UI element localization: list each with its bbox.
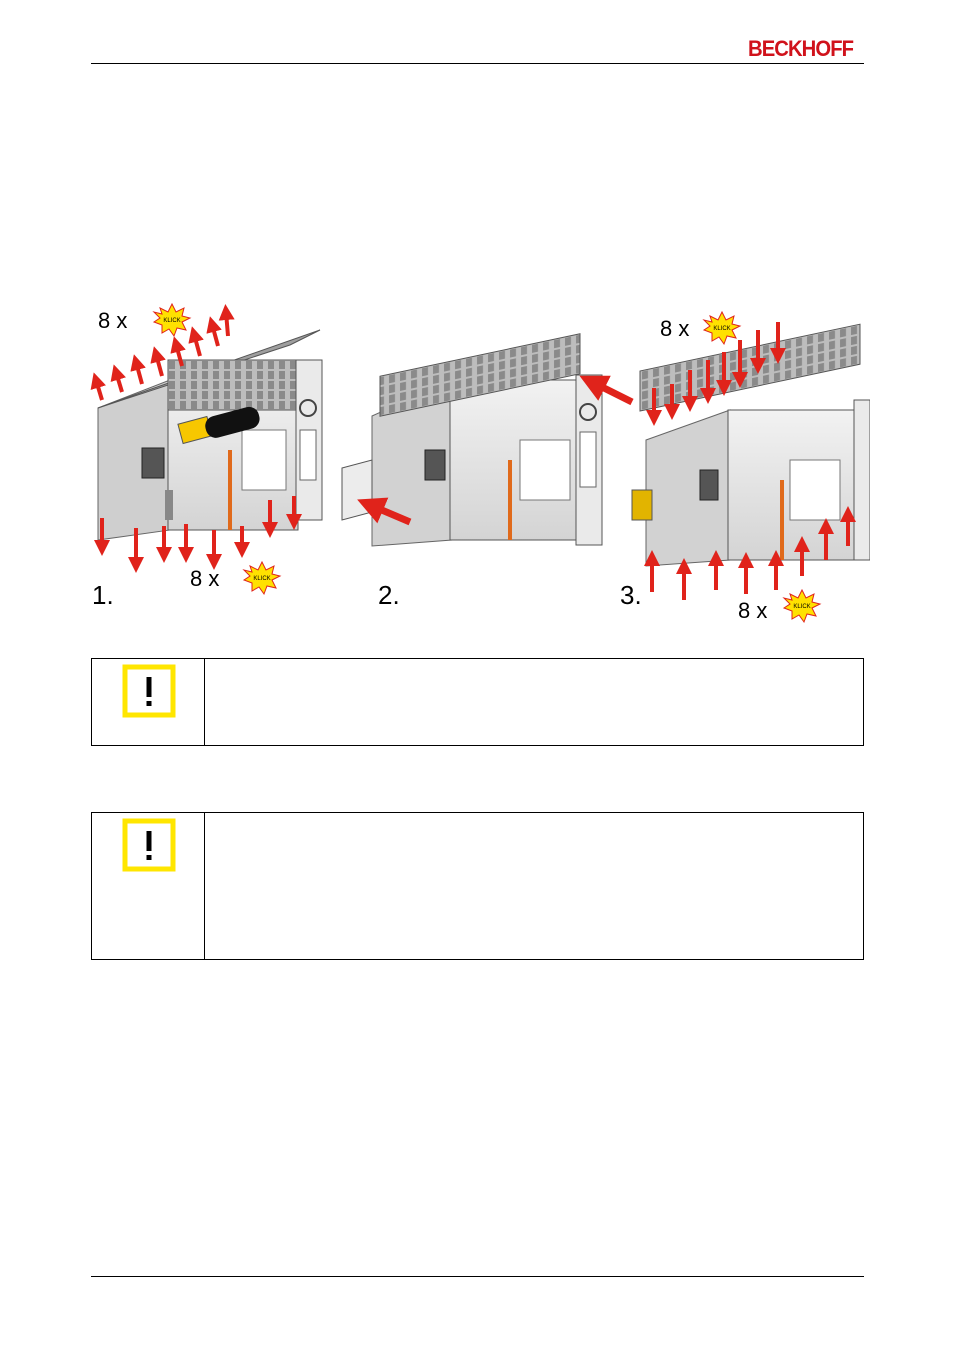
- footer-rule: [91, 1276, 864, 1277]
- klick-burst-3b: KLICK: [782, 588, 822, 624]
- klick-text: KLICK: [253, 576, 270, 582]
- step3-count-top: 8 x: [660, 316, 689, 341]
- step3-arrows: [644, 322, 856, 600]
- exclamation-warning-icon: [122, 664, 176, 718]
- step3-device: [631, 323, 870, 567]
- step1-count-top: 8 x: [98, 308, 127, 333]
- step2-number: 2.: [378, 580, 400, 610]
- step1-device: [97, 329, 323, 541]
- klick-text: KLICK: [713, 326, 730, 332]
- caution-icon-cell: [92, 659, 205, 745]
- klick-text: KLICK: [793, 604, 810, 610]
- step3-number: 3.: [620, 580, 642, 610]
- caution-box-2: [91, 812, 864, 960]
- klick-burst-3a: KLICK: [702, 310, 742, 346]
- step2-device: [341, 333, 603, 547]
- caution-icon-cell: [92, 813, 205, 959]
- step2-arrows: [357, 375, 634, 526]
- klick-burst-1a: KLICK: [152, 302, 192, 338]
- klick-burst-1b: KLICK: [242, 560, 282, 596]
- header-rule: [91, 63, 864, 64]
- caution-box-1: [91, 658, 864, 746]
- brand-logo: BECKHOFF: [748, 36, 854, 61]
- step1-count-bottom: 8 x: [190, 566, 219, 591]
- step1-arrows: [90, 304, 302, 573]
- exclamation-warning-icon: [122, 818, 176, 872]
- mounting-figure: KLICK 8 x KLICK 8 x 1. 2.: [90, 302, 870, 624]
- step1-number: 1.: [92, 580, 114, 610]
- step3-count-bottom: 8 x: [738, 598, 767, 623]
- klick-text: KLICK: [163, 318, 180, 324]
